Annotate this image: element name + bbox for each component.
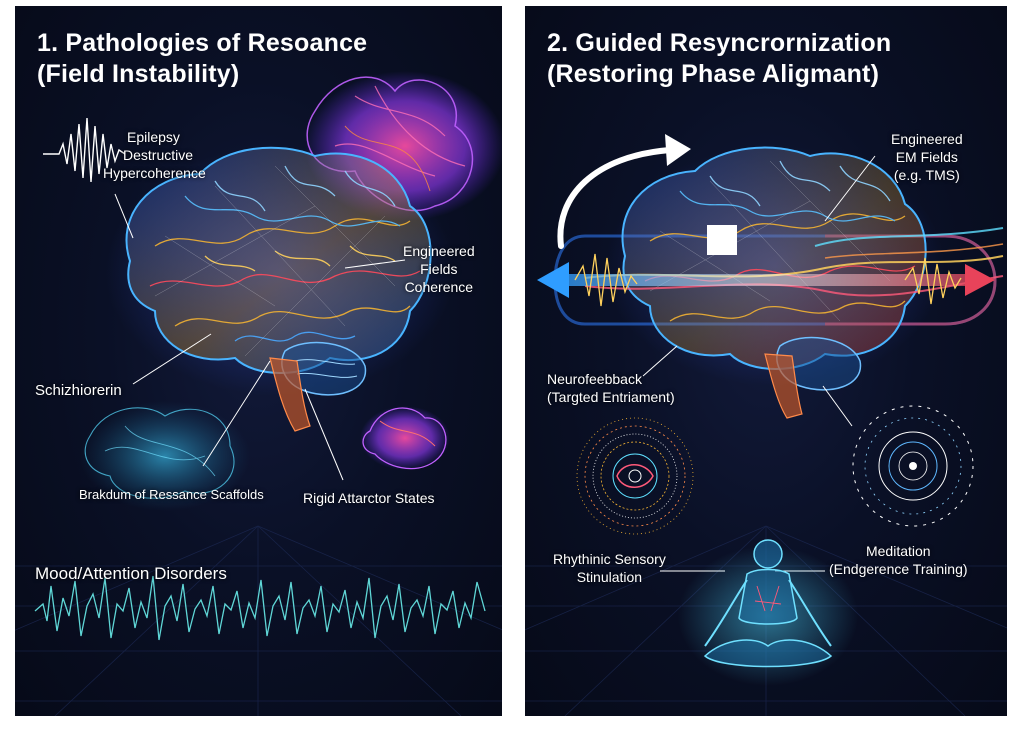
label-leader-lines [114,193,406,481]
engineered-fields-label: Engineered Fields Coherence [403,243,475,295]
pathologies-title-line1: 1. Pathologies of Resoance [37,29,368,57]
meditation-rings [852,405,974,527]
resynchronization-illustration [525,134,1007,716]
curved-rotation-arrow [557,134,691,249]
rigid-attractor-label: Rigid Attarctor States [303,490,435,506]
epilepsy-waveform [43,117,126,183]
meditation-label: Meditation (Endgerence Training) [829,543,968,577]
neurofeedback-label: Neurofeebback (Targted Entriament) [547,371,675,405]
grid-lines [15,525,502,716]
oscillation-wave-left [574,253,638,307]
rhythmic-sensory-label: Rhythinic Sensory Stinulation [553,551,666,585]
mood-attention-label: Mood/Attention Disorders [35,564,227,583]
teal-cloud [80,401,250,511]
brain-illustration [105,146,455,432]
meditating-figure [678,539,858,686]
schizophrenia-label: Schizhiorerin [35,382,122,399]
resync-title-line1: 2. Guided Resyncrornization [547,29,892,57]
white-square-marker [707,225,737,255]
resynchronization-panel: 2. Guided Resyncrornization (Restoring P… [525,6,1007,716]
resync-title-line2: (Restoring Phase Aligmant) [547,60,880,88]
mood-disorder-waveform [34,575,486,641]
breakdown-scaffolds-label: Brakdum of Ressance Scaffolds [79,487,264,502]
oscillation-wave-right [904,257,962,305]
epilepsy-label: Epilepsy Destructive Hypercoherence [103,129,206,181]
resync-title: 2. Guided Resyncrornization (Restoring P… [547,28,891,90]
pathologies-title-line2: (Field Instability) [37,60,240,88]
em-fields-label: Engineered EM Fields (e.g. TMS) [891,131,963,183]
small-storm-cloud [360,406,450,470]
pathologies-illustration [15,71,502,716]
sensory-rings [576,417,694,535]
pathologies-panel: 1. Pathologies of Resoance (Field Instab… [15,6,502,716]
pathologies-title: 1. Pathologies of Resoance (Field Instab… [37,28,367,90]
phase-loop-band [553,234,997,326]
brain-illustration [605,146,945,419]
phase-alignment-arrow [537,262,995,298]
